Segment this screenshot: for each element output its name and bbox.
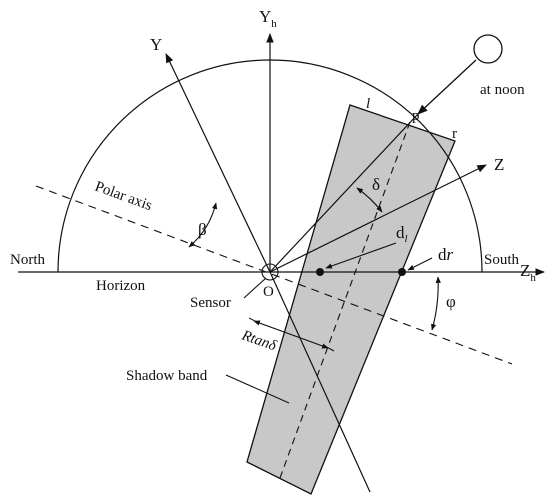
zh-label: Zh (520, 261, 536, 284)
at-noon-label: at noon (480, 82, 525, 98)
tilted-y-axis (165, 53, 271, 273)
point-dr (398, 268, 406, 276)
dl-label: dl (396, 223, 408, 245)
phi-arc (431, 276, 441, 331)
point-l-label: l (366, 96, 370, 112)
shadow-band-rect (246, 104, 456, 495)
rtan-tick-right (322, 344, 335, 352)
south-label: South (484, 252, 520, 268)
phi-label: φ (446, 292, 456, 311)
point-dl (316, 268, 324, 276)
y-label: Y (150, 35, 162, 54)
polar-axis-label: Polar axis (93, 179, 155, 214)
beta-label: β (198, 220, 207, 239)
delta-label: δ (372, 175, 380, 194)
polar-axis (35, 185, 513, 365)
z-axis (269, 164, 487, 273)
shadow-band-pointer (225, 374, 290, 404)
sun-ray (417, 59, 477, 115)
rtan-label: Rtanδ (239, 327, 280, 354)
sun-icon (473, 34, 503, 64)
delta-arc (356, 187, 383, 213)
sensor-to-p-line (269, 113, 419, 273)
dr-arrow (407, 257, 433, 271)
north-label: North (10, 252, 45, 268)
dl-arrow (325, 242, 397, 269)
horizon-label: Horizon (96, 278, 146, 294)
yh-label: Yh (259, 7, 277, 30)
beta-arc (188, 202, 218, 248)
sensor-label: Sensor (190, 295, 231, 311)
point-p-label: p (412, 108, 420, 124)
shadow-band-label: Shadow band (126, 368, 208, 384)
rtan-dim-line (253, 320, 329, 349)
dr-label: dr (438, 245, 454, 264)
tilted-y-extension (269, 271, 371, 493)
point-r-label: r (452, 126, 457, 142)
sensor-marker (261, 263, 279, 281)
origin-label: O (263, 284, 274, 300)
sensor-pointer (243, 277, 267, 299)
band-centerline (279, 121, 411, 479)
rtan-tick-left (248, 317, 260, 324)
z-label: Z (494, 155, 504, 174)
